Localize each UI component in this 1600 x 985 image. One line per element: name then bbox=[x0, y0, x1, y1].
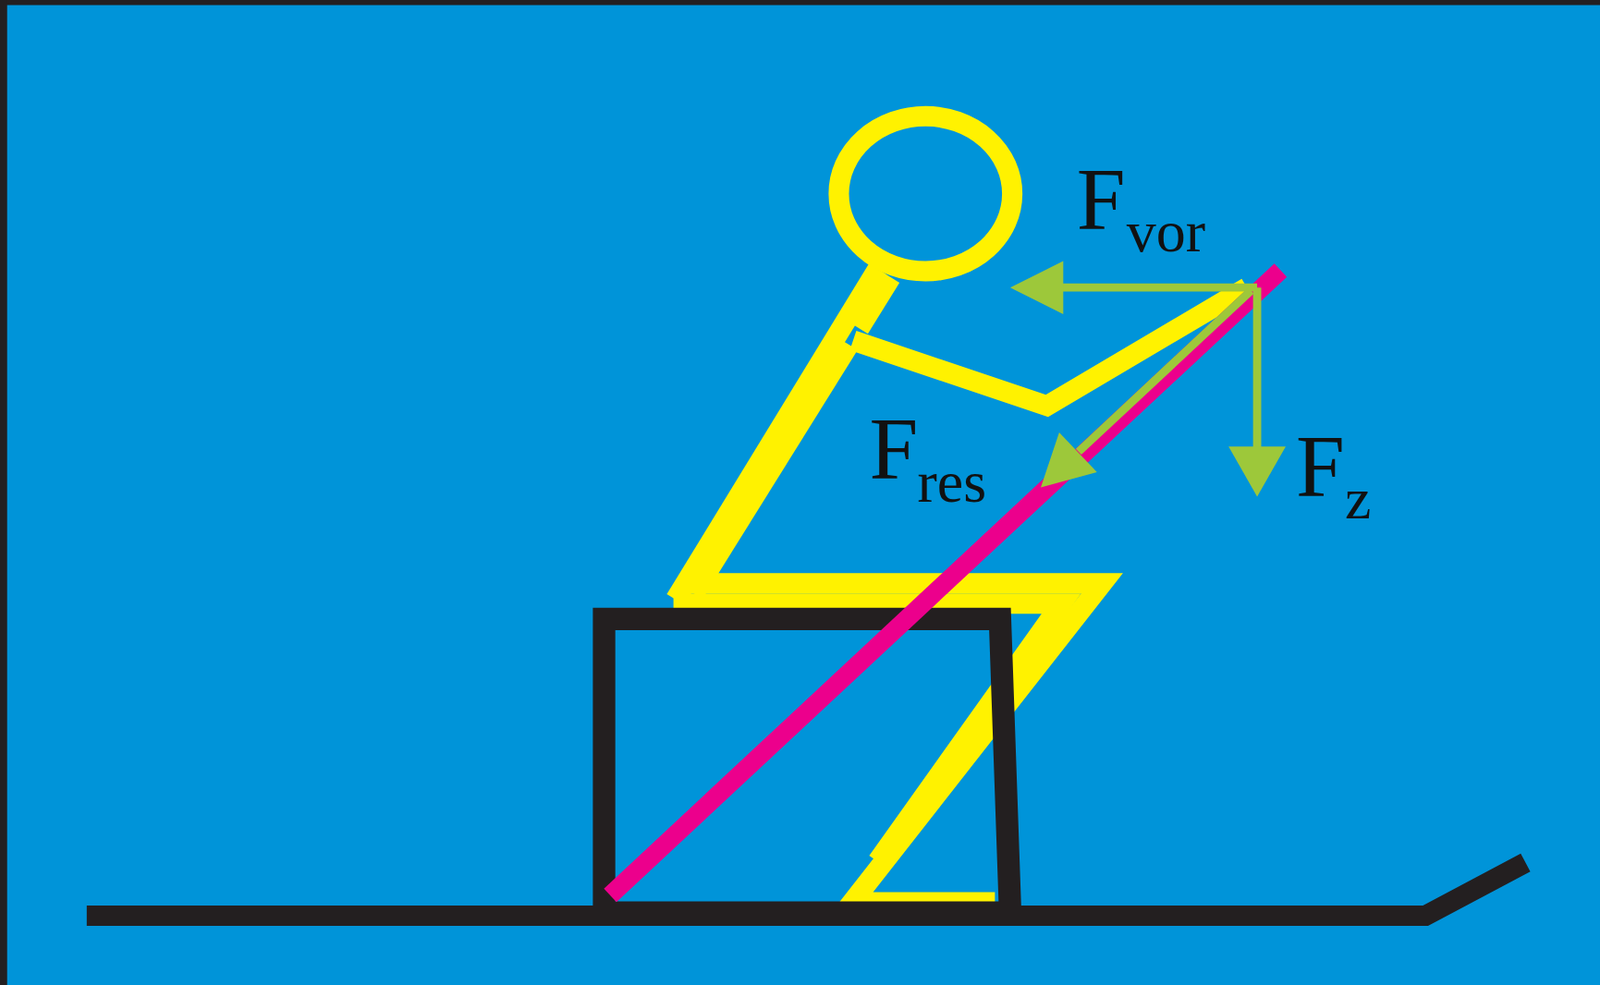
rower-figure bbox=[673, 116, 1247, 904]
force-symbol: F bbox=[1076, 156, 1126, 245]
force-arrows bbox=[1010, 261, 1286, 498]
force-subscript: res bbox=[916, 452, 987, 513]
oar bbox=[610, 269, 1281, 895]
force-forward-head bbox=[1010, 261, 1063, 315]
rower-neck bbox=[859, 277, 892, 329]
rower-head bbox=[838, 116, 1013, 272]
force-subscript: vor bbox=[1126, 202, 1206, 262]
force-down-line bbox=[1253, 287, 1262, 449]
force-subscript: z bbox=[1344, 469, 1371, 529]
boat-hull bbox=[86, 863, 1527, 917]
frame-left bbox=[0, 0, 8, 985]
force-symbol: F bbox=[1295, 423, 1345, 512]
force-symbol: F bbox=[869, 405, 919, 494]
force-result-head bbox=[1040, 432, 1098, 489]
seat-box bbox=[604, 619, 1011, 914]
force-forward-line bbox=[1061, 283, 1258, 293]
force-down-head bbox=[1228, 446, 1286, 497]
rower-back bbox=[675, 268, 879, 600]
rower-chest bbox=[694, 344, 850, 594]
force-result-line bbox=[1078, 291, 1252, 452]
frame-top bbox=[0, 0, 1600, 6]
